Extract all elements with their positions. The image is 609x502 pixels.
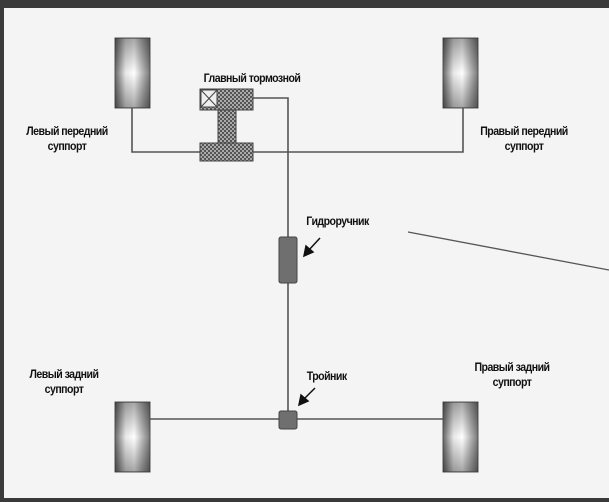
rear-right-label-line2: суппорт (492, 375, 532, 389)
handbrake-label: Гидроручник (306, 214, 369, 228)
diagram-svg (114, 37, 609, 473)
pointer-line (407, 231, 609, 271)
brake-system-diagram: Главный тормозной Левый передний суппорт… (4, 8, 609, 498)
wheel-front-right (442, 37, 479, 109)
wheel-rear-left (114, 401, 151, 473)
front-left-label: Левый передний суппорт (10, 124, 124, 154)
front-right-label-line1: Правый передний (480, 124, 568, 138)
wheel-front-left (114, 37, 151, 109)
tee-fitting (278, 410, 298, 430)
front-left-label-line1: Левый передний (26, 124, 108, 138)
rear-left-label: Левый задний суппорт (11, 367, 117, 397)
front-right-label-line2: суппорт (504, 139, 544, 153)
front-left-label-line2: суппорт (47, 139, 87, 153)
handbrake-valve (278, 236, 298, 284)
tee-arrowhead-icon (297, 393, 310, 407)
wheel-rear-right (442, 401, 479, 473)
tee-label: Тройник (306, 369, 347, 383)
master-cylinder (199, 88, 254, 162)
rear-right-label-line1: Правый задний (474, 360, 550, 374)
front-right-label: Правый передний суппорт (467, 124, 581, 154)
rear-left-label-line2: суппорт (44, 382, 84, 396)
rear-brake-line (253, 97, 289, 419)
master-cylinder-label: Главный тормозной (203, 71, 301, 85)
rear-left-label-line1: Левый задний (29, 367, 99, 381)
rear-right-label: Правый задний суппорт (459, 360, 565, 390)
front-brake-line (131, 108, 464, 153)
handbrake-arrowhead-icon (302, 244, 315, 258)
